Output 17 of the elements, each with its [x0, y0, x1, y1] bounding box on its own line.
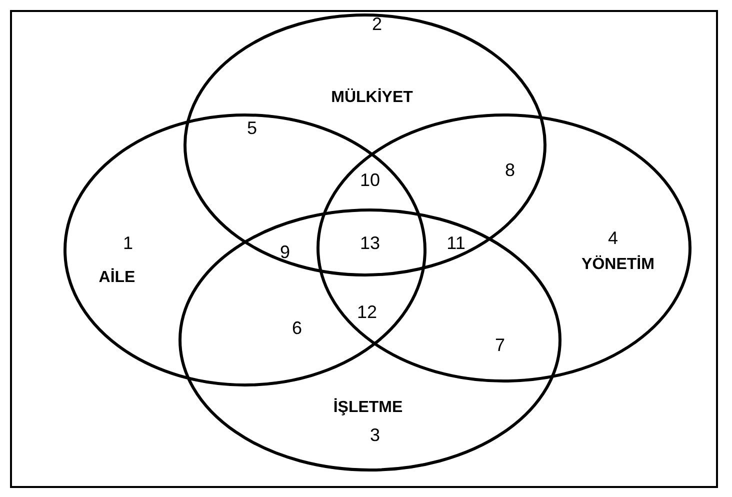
region-number: 13	[360, 234, 380, 252]
region-number: 8	[505, 161, 515, 179]
region-number: 4	[608, 229, 618, 247]
set-label: YÖNETİM	[582, 257, 654, 273]
region-number: 7	[495, 336, 505, 354]
region-number: 11	[446, 234, 466, 252]
region-number: 12	[356, 303, 378, 321]
set-label: AİLE	[98, 270, 136, 286]
set-label: MÜLKİYET	[331, 90, 413, 106]
region-number: 3	[370, 426, 380, 444]
region-number: 5	[247, 119, 257, 137]
region-number: 9	[280, 243, 290, 261]
region-number: 2	[372, 15, 382, 33]
region-number: 6	[292, 319, 302, 337]
region-number: 10	[360, 171, 380, 189]
set-label: İŞLETME	[333, 400, 403, 416]
region-number: 1	[123, 234, 133, 252]
